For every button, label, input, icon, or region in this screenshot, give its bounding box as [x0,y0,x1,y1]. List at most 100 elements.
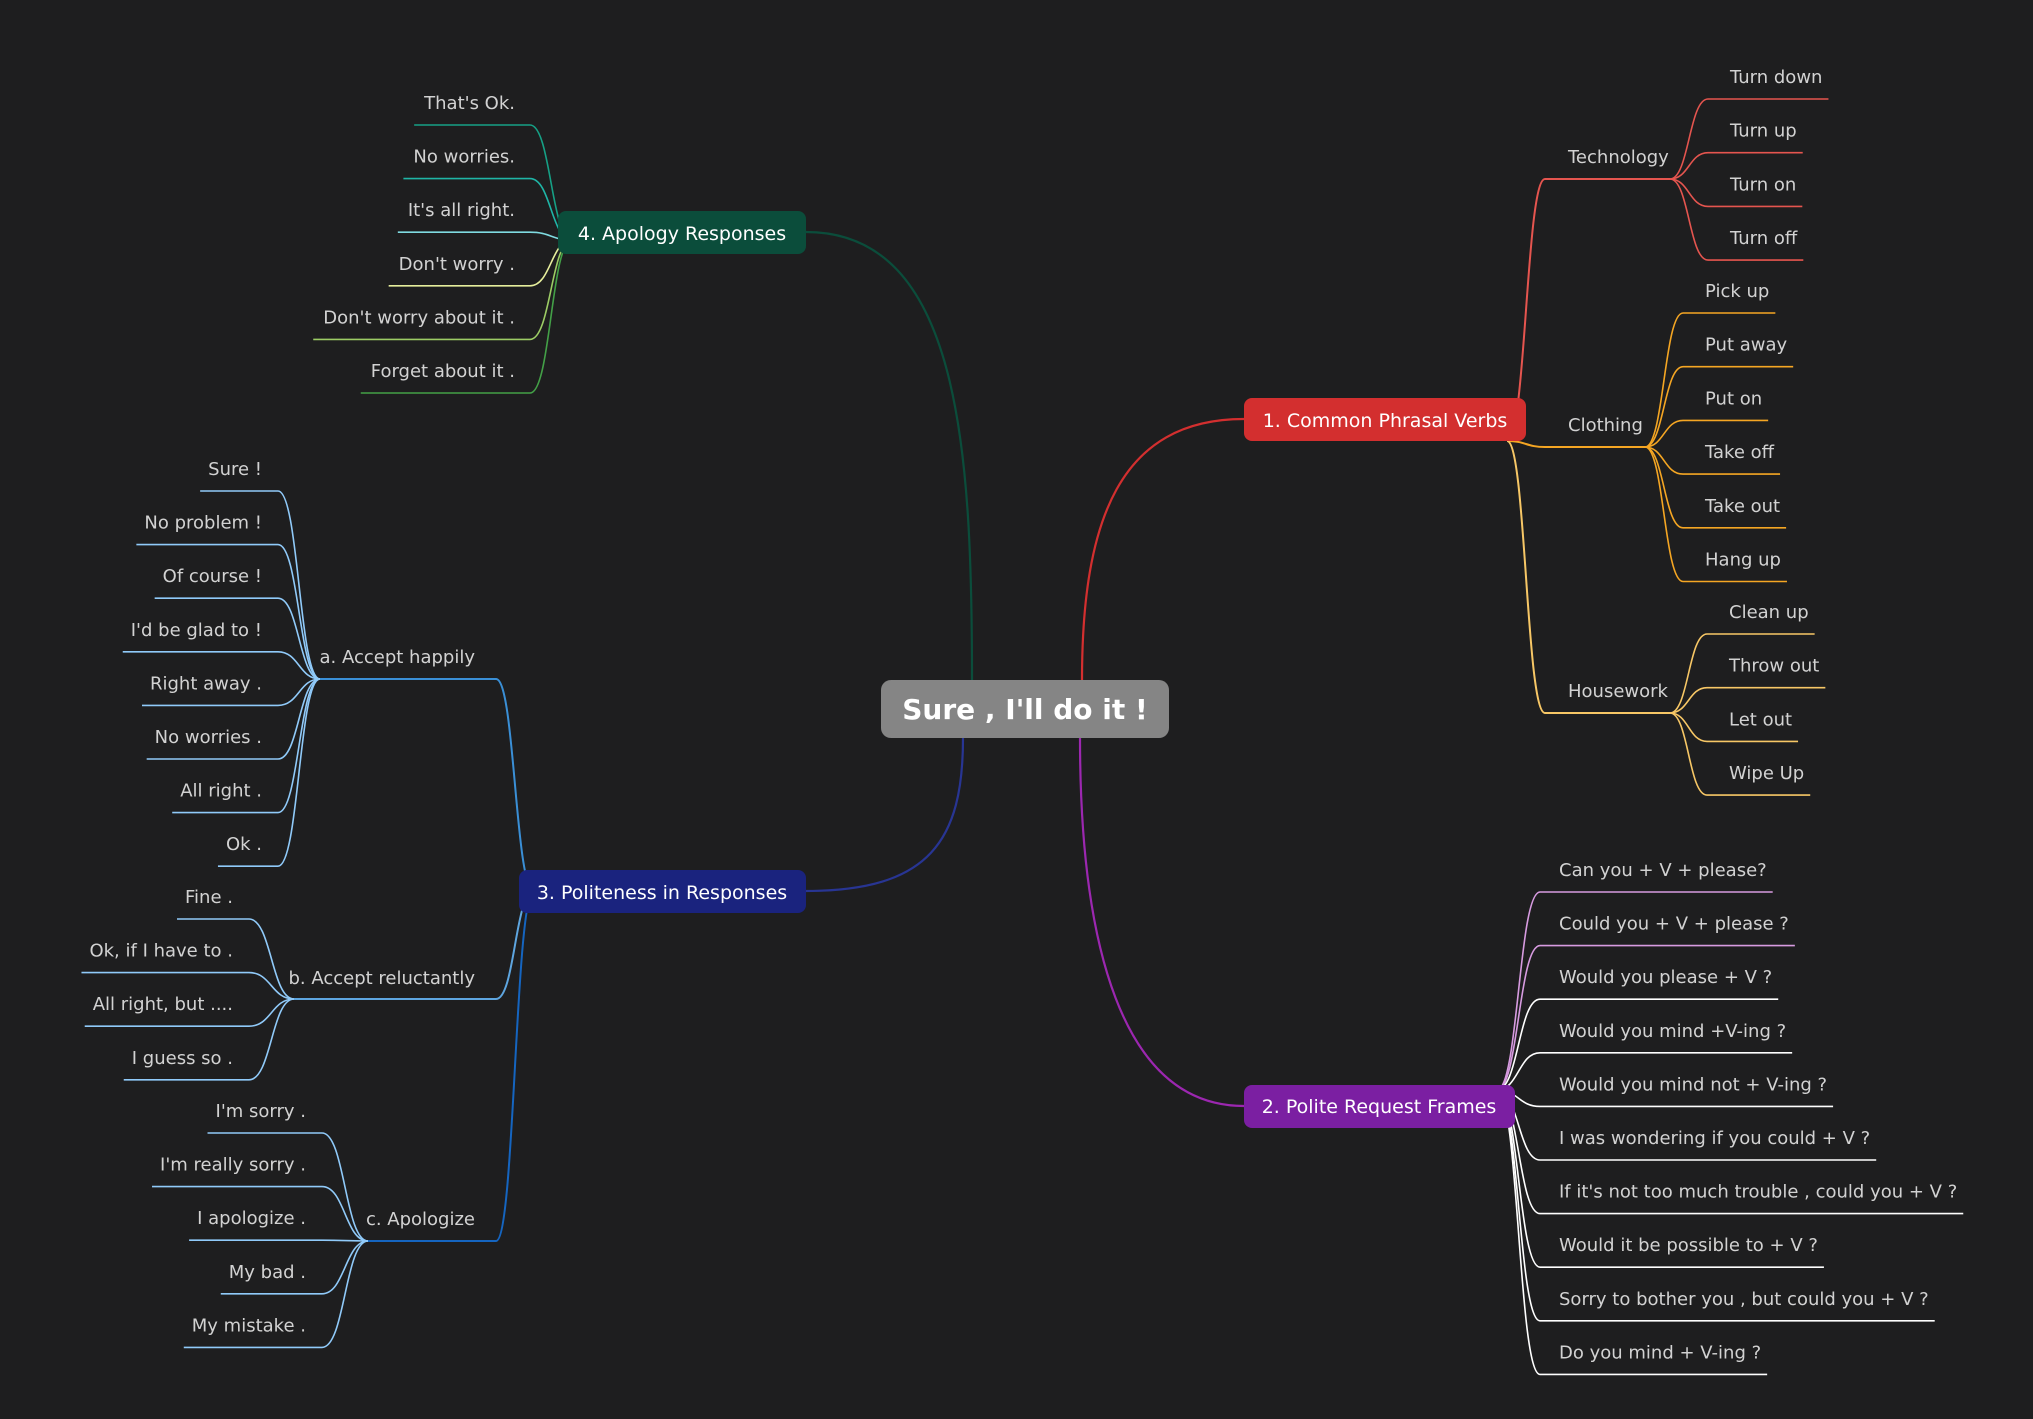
edge-root-phrasal [1080,417,1245,681]
leaf-label[interactable]: It's all right. [408,200,515,221]
edge-leaf [414,124,573,241]
leaf-label[interactable]: Pick up [1705,281,1769,302]
leaf-label[interactable]: Let out [1729,709,1792,730]
leaf-label[interactable]: Turn off [1729,228,1798,249]
edge-leaf [1669,178,1804,261]
leaf-label[interactable]: I was wondering if you could + V ? [1559,1128,1870,1149]
leaf-label[interactable]: Don't worry about it . [323,307,515,328]
leaf-label[interactable]: My mistake . [192,1315,306,1336]
branch-label-politeness: 3. Politeness in Responses [537,882,787,904]
group-label-technology[interactable]: Technology [1567,147,1669,168]
branch-node-apology[interactable]: 4. Apology Responses [558,211,806,254]
group-label-accept-reluctantly[interactable]: b. Accept reluctantly [288,968,475,989]
leaf-label[interactable]: Could you + V + please ? [1559,914,1789,935]
edge-leaf [1644,446,1781,475]
branch-label-apology: 4. Apology Responses [578,223,786,245]
edge-leaf [397,231,573,241]
leaf-label[interactable]: That's Ok. [423,93,515,114]
edge-leaf [84,998,295,1027]
edge-leaf [1669,151,1803,180]
leaf-label[interactable]: Don't worry . [399,254,515,275]
leaf-label[interactable]: If it's not too much trouble , could you… [1559,1182,1957,1203]
leaf-label[interactable]: Do you mind + V-ing ? [1559,1342,1761,1363]
leaf-label[interactable]: Ok, if I have to . [89,941,233,962]
edge-leaf [1669,712,1811,796]
edge-leaf [81,971,295,1000]
edge-leaf [1669,178,1803,208]
leaf-label[interactable]: Would you mind not + V-ing ? [1559,1074,1827,1095]
leaf-label[interactable]: Take off [1704,442,1775,463]
group-label-accept-happily[interactable]: a. Accept happily [320,647,476,668]
edge-root-polite [1078,737,1245,1108]
leaf-label[interactable]: I'm really sorry . [160,1155,306,1176]
leaf-label[interactable]: Throw out [1728,656,1819,677]
edge-leaf [1669,712,1799,743]
leaf-label[interactable]: Would you please + V ? [1559,967,1772,988]
edge-root-apology [805,230,974,681]
edge-leaf [146,678,321,760]
branch-label-phrasal: 1. Common Phrasal Verbs [1263,410,1508,432]
edge-politeness-group [495,678,535,892]
leaf-label[interactable]: No worries. [413,147,515,168]
edge-phrasal-group [1506,440,1546,714]
edge-leaf [1496,944,1795,1091]
group-label-housework[interactable]: Housework [1568,681,1669,702]
leaf-label[interactable]: Ok . [226,834,262,855]
edge-leaf [1496,1089,1877,1161]
edge-leaf [200,490,321,680]
leaf-label[interactable]: My bad . [229,1262,306,1283]
leaf-label[interactable]: Turn up [1729,121,1797,142]
leaf-label[interactable]: Turn on [1729,174,1796,195]
leaf-label[interactable]: Sure ! [208,459,262,480]
edge-leaf [152,1185,369,1242]
edge-root-politeness [805,737,965,893]
leaf-label[interactable]: No worries . [155,727,262,748]
leaf-label[interactable]: Right away . [150,673,262,694]
edge-leaf [1496,891,1773,1091]
edge-leaf [1644,312,1776,448]
leaf-label[interactable]: Put away [1705,335,1788,356]
edge-leaf [1669,633,1815,714]
group-label-apologize[interactable]: c. Apologize [366,1209,475,1230]
leaf-label[interactable]: I'm sorry . [216,1101,306,1122]
leaf-label[interactable]: Sorry to bother you , but could you + V … [1559,1289,1929,1310]
leaf-label[interactable]: Can you + V + please? [1559,860,1767,881]
root-node[interactable]: Sure , I'll do it ! [881,680,1169,738]
leaf-label[interactable]: Would it be possible to + V ? [1559,1235,1818,1256]
edge-leaf [177,918,295,1000]
leaf-label[interactable]: Would you mind +V-ing ? [1559,1021,1786,1042]
leaf-label[interactable]: Wipe Up [1729,763,1804,784]
leaf-label[interactable]: No problem ! [144,513,262,534]
leaf-label[interactable]: Hang up [1705,550,1781,571]
edge-leaf [220,1240,369,1295]
leaf-label[interactable]: Of course ! [163,566,262,587]
leaf-label[interactable]: Put on [1705,388,1762,409]
edge-leaf [172,678,321,814]
leaf-label[interactable]: Turn down [1729,67,1822,88]
leaf-label[interactable]: I'd be glad to ! [131,620,262,641]
leaf-label[interactable]: I apologize . [197,1208,306,1229]
leaf-label[interactable]: Fine . [185,887,233,908]
edge-leaf [122,651,321,680]
edge-leaf [1644,365,1794,448]
leaf-label[interactable]: Take out [1704,496,1780,517]
edge-leaf [1496,1089,1935,1322]
edge-leaf [207,1132,369,1242]
edge-leaf [183,1240,369,1349]
edge-leaf [136,543,321,680]
leaf-label[interactable]: Clean up [1729,602,1809,623]
edge-phrasal-group [1506,440,1546,448]
branch-node-phrasal[interactable]: 1. Common Phrasal Verbs [1244,398,1526,441]
leaf-label[interactable]: Forget about it . [371,361,515,382]
edge-leaf [142,678,321,707]
branch-node-polite[interactable]: 2. Polite Request Frames [1244,1085,1515,1128]
edge-leaf [154,597,321,680]
leaf-label[interactable]: I guess so . [132,1048,233,1069]
leaf-label[interactable]: All right . [180,781,262,802]
group-label-clothing[interactable]: Clothing [1568,415,1643,436]
leaf-label[interactable]: All right, but .... [93,994,233,1015]
branch-node-politeness[interactable]: 3. Politeness in Responses [519,870,806,913]
edge-leaf [123,998,295,1081]
